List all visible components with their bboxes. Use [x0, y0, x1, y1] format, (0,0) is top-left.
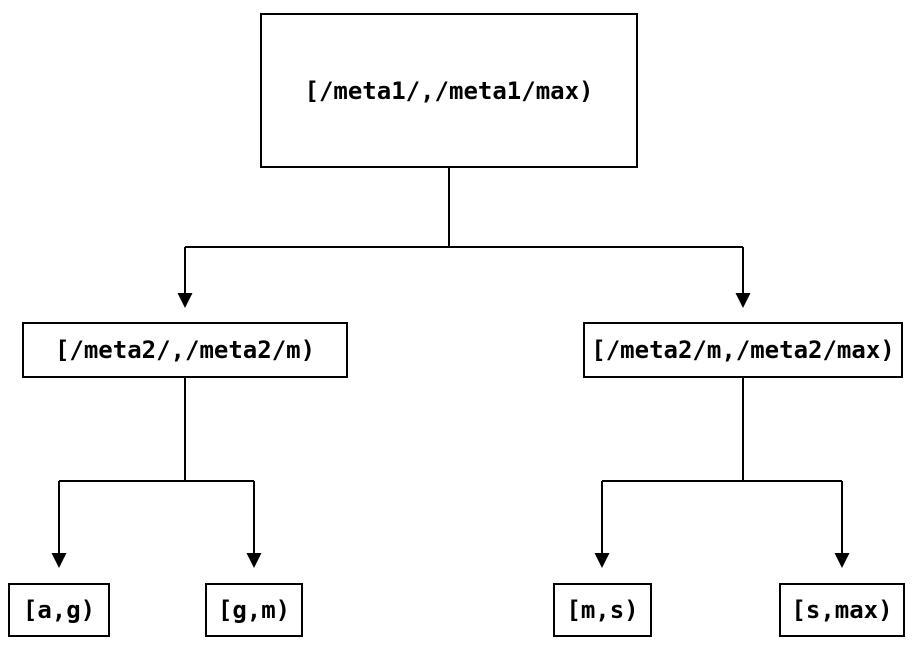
node-leaf-a-g: [a,g) [8, 583, 110, 637]
node-leaf-m-s-label: [m,s) [566, 596, 639, 624]
node-leaf-a-g-label: [a,g) [22, 596, 96, 624]
arrowhead-down-icon [177, 293, 193, 308]
node-leaf-g-m-label: [g,m) [217, 596, 291, 624]
arrowhead-down-icon [51, 553, 67, 568]
node-leaf-s-max-label: [s,max) [791, 596, 893, 624]
node-root: [/meta1/,/meta1/max) [260, 13, 638, 168]
arrowhead-down-icon [246, 553, 262, 568]
node-leaf-s-max: [s,max) [779, 583, 905, 637]
node-right-range: [/meta2/m,/meta2/max) [583, 322, 903, 378]
node-right-range-label: [/meta2/m,/meta2/max) [591, 336, 895, 364]
node-leaf-m-s: [m,s) [553, 583, 652, 637]
node-left-range-label: [/meta2/,/meta2/m) [54, 336, 316, 364]
arrowhead-down-icon [834, 553, 850, 568]
arrowhead-down-icon [594, 553, 610, 568]
node-left-range: [/meta2/,/meta2/m) [22, 322, 348, 378]
node-root-label: [/meta1/,/meta1/max) [304, 76, 594, 105]
arrowhead-down-icon [735, 293, 751, 308]
node-leaf-g-m: [g,m) [205, 583, 303, 637]
